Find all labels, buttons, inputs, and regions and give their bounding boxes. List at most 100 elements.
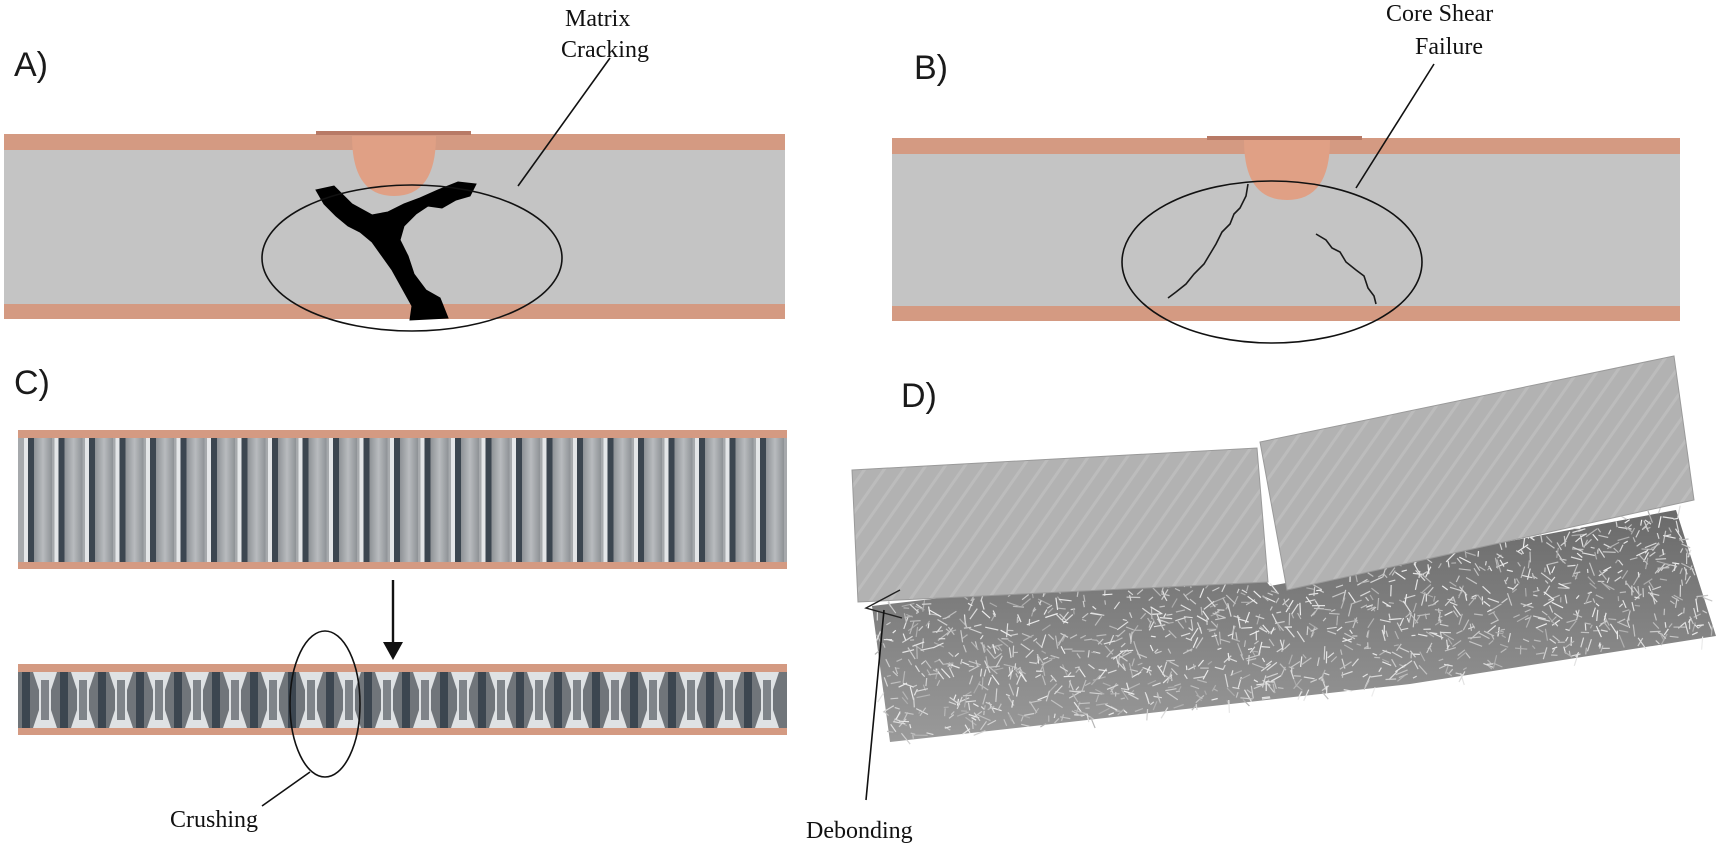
foam-fiber bbox=[1242, 699, 1250, 707]
foam-fiber bbox=[1598, 534, 1609, 539]
foam-fiber bbox=[1108, 712, 1115, 716]
foam-fiber bbox=[1283, 598, 1286, 604]
foam-fiber bbox=[1474, 562, 1481, 572]
foam-fiber bbox=[1365, 596, 1370, 602]
foam-fiber bbox=[1167, 648, 1172, 654]
foam-fiber bbox=[1634, 604, 1641, 607]
foam-fiber bbox=[895, 711, 901, 720]
foam-fiber bbox=[1469, 623, 1473, 632]
honeycomb-cell bbox=[34, 438, 52, 562]
foam-fiber bbox=[1637, 637, 1644, 647]
honeycomb-wall-light bbox=[695, 438, 699, 562]
foam-fiber bbox=[1388, 670, 1398, 681]
foam-fiber bbox=[1185, 637, 1193, 641]
foam-fiber bbox=[997, 637, 1009, 648]
foam-fiber bbox=[1644, 542, 1657, 549]
crushed-wall-dark bbox=[402, 672, 410, 728]
foam-fiber bbox=[1069, 690, 1081, 693]
foam-fiber bbox=[1251, 662, 1266, 669]
foam-fiber bbox=[1118, 654, 1128, 662]
foam-fiber bbox=[1600, 629, 1608, 633]
foam-fiber bbox=[995, 655, 1003, 668]
foam-fiber bbox=[1036, 653, 1045, 666]
foam-fiber bbox=[1597, 527, 1602, 533]
foam-fiber bbox=[994, 652, 1002, 660]
foam-fiber bbox=[1421, 584, 1432, 594]
foam-fiber bbox=[1653, 613, 1657, 621]
foam-fiber bbox=[1393, 644, 1399, 647]
foam-fiber bbox=[1180, 632, 1191, 637]
foam-fiber bbox=[1580, 533, 1587, 538]
foam-fiber bbox=[1327, 630, 1337, 635]
foam-fiber bbox=[1495, 631, 1504, 635]
honeycomb-cell bbox=[522, 438, 540, 562]
foam-fiber bbox=[1382, 661, 1392, 666]
foam-fiber bbox=[1507, 632, 1511, 643]
crushed-cell-core bbox=[193, 680, 201, 720]
foam-fiber bbox=[1395, 669, 1408, 676]
foam-fiber bbox=[1230, 670, 1234, 676]
foam-fiber bbox=[960, 658, 963, 665]
foam-fiber bbox=[1572, 546, 1583, 553]
foam-fiber bbox=[1558, 582, 1570, 589]
foam-fiber bbox=[1595, 625, 1602, 638]
foam-fiber bbox=[973, 623, 982, 627]
foam-fiber bbox=[1082, 612, 1089, 619]
foam-fiber bbox=[1324, 608, 1332, 611]
foam-fiber bbox=[1613, 547, 1619, 554]
foam-fiber bbox=[1031, 612, 1034, 617]
foam-fiber bbox=[925, 620, 931, 627]
crushed-wall-dark bbox=[136, 672, 144, 728]
foam-fiber bbox=[1270, 675, 1282, 682]
foam-fiber bbox=[1679, 538, 1689, 541]
foam-fiber bbox=[932, 630, 943, 633]
foam-fiber bbox=[1438, 611, 1441, 622]
foam-fiber bbox=[1266, 672, 1279, 679]
foam-fiber bbox=[1570, 556, 1583, 561]
foam-fiber bbox=[1029, 700, 1038, 714]
foam-fiber bbox=[1500, 628, 1506, 631]
foam-fiber bbox=[997, 703, 1002, 711]
panel-a-callout-ellipse bbox=[261, 184, 563, 332]
foam-fiber bbox=[1618, 603, 1624, 608]
foam-fiber bbox=[1694, 624, 1699, 629]
panel-a-callout-line2: Cracking bbox=[561, 37, 649, 63]
foam-fiber bbox=[1474, 613, 1483, 616]
crushed-wall-dark bbox=[630, 672, 638, 728]
foam-fiber bbox=[991, 674, 1000, 685]
panel-a-label: A) bbox=[14, 46, 48, 84]
foam-fiber bbox=[1683, 607, 1685, 614]
foam-fiber bbox=[1323, 646, 1326, 660]
honeycomb-wall-dark bbox=[394, 438, 400, 562]
foam-fiber bbox=[1163, 613, 1167, 618]
foam-fiber bbox=[1080, 634, 1087, 639]
foam-fiber bbox=[1449, 586, 1462, 592]
foam-fiber bbox=[1016, 686, 1019, 697]
foam-fiber bbox=[1545, 542, 1555, 549]
foam-fiber bbox=[1146, 665, 1151, 674]
foam-fiber bbox=[1059, 665, 1069, 672]
foam-fiber bbox=[953, 694, 957, 701]
foam-fiber bbox=[1252, 650, 1259, 653]
foam-fiber bbox=[1220, 638, 1231, 643]
honeycomb-wall-light bbox=[390, 438, 394, 562]
foam-fiber bbox=[1258, 651, 1261, 656]
foam-fiber bbox=[1673, 562, 1677, 571]
foam-fiber bbox=[1563, 535, 1566, 547]
foam-fiber bbox=[1649, 593, 1658, 603]
foam-fiber bbox=[949, 696, 961, 706]
foam-fiber bbox=[1505, 576, 1509, 582]
foam-fiber bbox=[1626, 583, 1635, 593]
foam-fiber bbox=[1047, 607, 1054, 614]
foam-fiber bbox=[1566, 619, 1577, 624]
foam-fiber bbox=[1340, 597, 1346, 609]
foam-fiber bbox=[1401, 569, 1408, 573]
foam-fiber bbox=[962, 661, 970, 666]
foam-fiber bbox=[1478, 566, 1486, 572]
foam-fiber bbox=[1107, 669, 1117, 674]
foam-fiber bbox=[980, 599, 985, 610]
foam-fiber bbox=[1513, 614, 1520, 619]
foam-fiber bbox=[903, 613, 907, 624]
foam-fiber bbox=[1427, 603, 1437, 607]
foam-fiber bbox=[1029, 661, 1037, 664]
